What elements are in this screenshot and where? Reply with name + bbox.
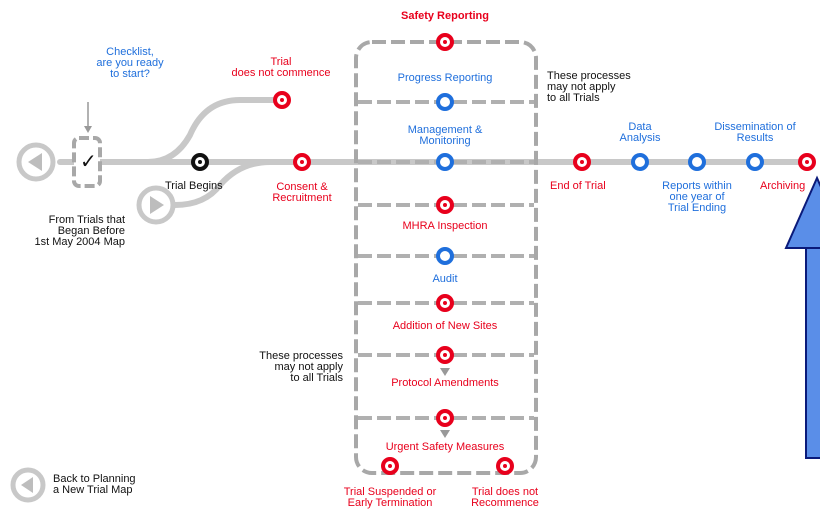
forward-arrow-icon[interactable] <box>136 185 176 225</box>
label-urgent: Urgent Safety Measures <box>385 441 505 453</box>
station-centers <box>198 40 809 468</box>
label-not-recommence: Trial does not Recommence <box>471 486 539 509</box>
station-management[interactable] <box>436 153 454 171</box>
label-safety-reporting: Safety Reporting <box>400 10 489 22</box>
label-reports-within: Reports within one year of Trial Ending <box>662 180 732 214</box>
label-new-sites: Addition of New Sites <box>392 320 498 332</box>
back-to-planning-icon[interactable] <box>10 467 46 503</box>
label-mhra: MHRA Inspection <box>402 220 488 232</box>
label-management: Management & Monitoring <box>407 124 483 147</box>
station-audit[interactable] <box>436 247 454 265</box>
label-dissemination: Dissemination of Results <box>714 121 796 144</box>
process-box <box>354 40 538 475</box>
label-may-not-apply-bottom: These processes may not apply to all Tri… <box>259 350 343 384</box>
label-suspended: Trial Suspended or Early Termination <box>343 486 437 509</box>
label-audit: Audit <box>432 273 458 285</box>
label-trial-begins: Trial Begins <box>165 180 223 192</box>
checklist-pointer <box>84 102 92 133</box>
station-dissemination[interactable] <box>746 153 764 171</box>
label-protocol: Protocol Amendments <box>391 377 499 389</box>
station-reports[interactable] <box>688 153 706 171</box>
blue-up-arrow-icon <box>805 247 820 459</box>
label-from-trials: From Trials that Began Before 1st May 20… <box>34 214 126 248</box>
stations <box>191 33 816 475</box>
label-progress-reporting: Progress Reporting <box>397 72 493 84</box>
label-checklist: Checklist, are you ready to start? <box>96 46 164 80</box>
label-archiving: Archiving <box>760 180 806 192</box>
label-end-of-trial: End of Trial <box>550 180 606 192</box>
label-consent: Consent & Recruitment <box>272 181 332 204</box>
label-may-not-apply-top: These processes may not apply to all Tri… <box>547 70 631 104</box>
station-data-analysis[interactable] <box>631 153 649 171</box>
label-data-analysis: Data Analysis <box>619 121 661 144</box>
station-progress-reporting[interactable] <box>436 93 454 111</box>
label-trial-not-commence: Trial does not commence <box>231 56 331 79</box>
back-arrow-icon[interactable] <box>16 142 56 182</box>
checkmark-icon: ✓ <box>80 149 97 173</box>
blue-up-arrow-head <box>784 175 820 249</box>
checklist-station[interactable]: ✓ <box>72 136 102 188</box>
down-arrow-icon <box>440 430 450 438</box>
label-back-to-planning[interactable]: Back to Planning a New Trial Map <box>53 473 136 496</box>
down-arrow-icon <box>440 368 450 376</box>
